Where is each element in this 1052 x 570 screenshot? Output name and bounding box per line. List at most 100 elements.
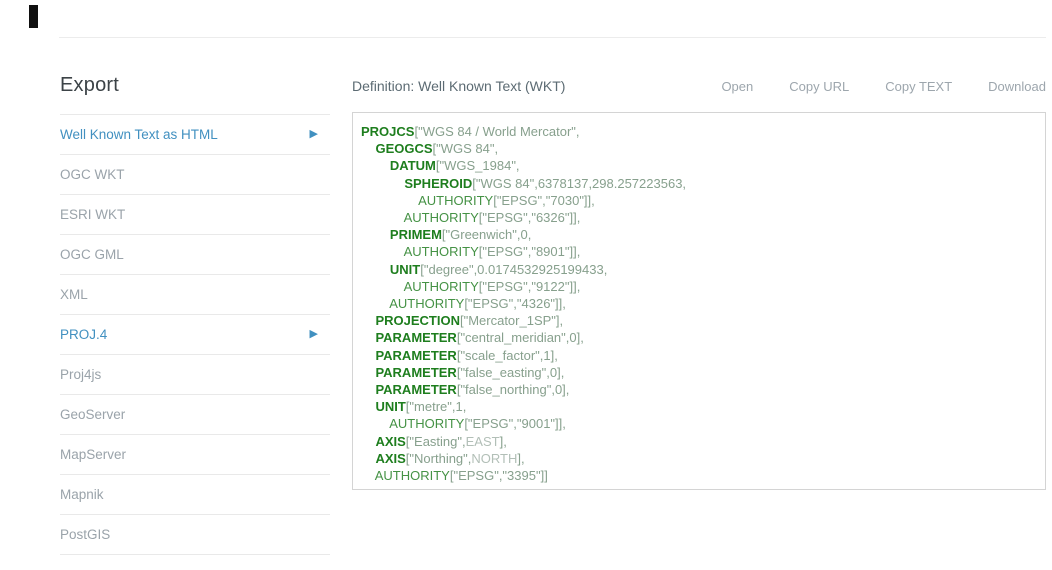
sidebar-item-xml[interactable]: XML xyxy=(60,275,330,315)
wkt-text xyxy=(361,227,390,242)
wkt-text: ["Easting", xyxy=(405,433,466,449)
chevron-right-icon: ▶ xyxy=(309,328,318,340)
sidebar-item-label: OGC WKT xyxy=(60,167,125,182)
definition-header: Definition: Well Known Text (WKT) Open Co… xyxy=(352,78,1046,94)
wkt-text xyxy=(361,244,404,259)
sidebar-item-label: Mapnik xyxy=(60,487,104,502)
wkt-text xyxy=(361,279,404,294)
top-divider xyxy=(59,37,1046,38)
wkt-text xyxy=(361,176,404,191)
wkt-text: ["false_northing",0], xyxy=(456,382,570,398)
wkt-text: ["EPSG","6326"]], xyxy=(478,210,581,226)
wkt-text xyxy=(361,451,375,466)
wkt-text: ["EPSG","4326"]], xyxy=(464,296,566,312)
wkt-text: ["Northing", xyxy=(405,450,472,466)
sidebar-item-label: MapServer xyxy=(60,447,127,462)
sidebar-item-postgis[interactable]: PostGIS xyxy=(60,515,330,555)
wkt-text: ["Mercator_1SP"], xyxy=(459,313,564,329)
sidebar-item-esri-wkt[interactable]: ESRI WKT xyxy=(60,195,330,235)
wkt-authority: AUTHORITY xyxy=(374,468,450,484)
wkt-keyword: PARAMETER xyxy=(375,364,457,380)
format-list: Well Known Text as HTML ▶ OGC WKT ESRI WKT O… xyxy=(60,114,330,555)
sidebar-item-ogc-wkt[interactable]: OGC WKT xyxy=(60,155,330,195)
sidebar-item-proj-4[interactable]: PROJ.4 ▶ xyxy=(60,315,330,355)
wkt-text: ["WGS 84", xyxy=(432,141,499,157)
wkt-text: ["false_easting",0], xyxy=(456,364,565,380)
wkt-text: NORTH xyxy=(471,450,518,466)
wkt-keyword: AXIS xyxy=(375,433,406,449)
wkt-text xyxy=(361,416,389,431)
wkt-keyword: PARAMETER xyxy=(375,382,457,398)
wkt-text: ["WGS_1984", xyxy=(435,158,520,174)
wkt-text xyxy=(361,193,418,208)
wkt-text: ["scale_factor",1], xyxy=(456,347,558,363)
sidebar-item-label: OGC GML xyxy=(60,247,124,262)
wkt-text: ["Greenwich",0, xyxy=(441,227,532,243)
wkt-text xyxy=(361,434,375,449)
page-title: Export xyxy=(60,74,120,96)
action-copy-text[interactable]: Copy TEXT xyxy=(885,79,953,94)
action-open[interactable]: Open xyxy=(721,79,754,94)
sidebar-item-ogc-gml[interactable]: OGC GML xyxy=(60,235,330,275)
wkt-text: ["EPSG","8901"]], xyxy=(478,244,581,260)
wkt-keyword: PARAMETER xyxy=(375,330,457,346)
wkt-text: ["central_meridian",0], xyxy=(456,330,584,346)
wkt-keyword: PROJCS xyxy=(361,124,415,139)
wkt-text: ["metre",1, xyxy=(405,399,467,415)
sidebar-item-mapnik[interactable]: Mapnik xyxy=(60,475,330,515)
sidebar-item-label: ESRI WKT xyxy=(60,207,126,222)
wkt-authority: AUTHORITY xyxy=(403,244,479,260)
wkt-text xyxy=(361,141,375,156)
wkt-authority: AUTHORITY xyxy=(389,296,465,312)
sidebar-item-label: GeoServer xyxy=(60,407,126,422)
wkt-text xyxy=(361,468,375,483)
wkt-text: ["WGS 84 / World Mercator", xyxy=(414,124,580,139)
wkt-text: ["EPSG","9001"]], xyxy=(464,416,566,432)
wkt-authority: AUTHORITY xyxy=(389,416,465,432)
wkt-keyword: SPHEROID xyxy=(404,175,473,191)
wkt-text xyxy=(361,158,390,173)
sidebar-item-mapserver[interactable]: MapServer xyxy=(60,435,330,475)
definition-label: Definition: Well Known Text (WKT) xyxy=(352,78,566,94)
sidebar-item-label: Well Known Text as HTML xyxy=(60,127,218,142)
wkt-text xyxy=(361,210,404,225)
wkt-text: ["EPSG","3395"]] xyxy=(449,468,548,484)
wkt-text: EAST xyxy=(465,433,500,449)
wkt-keyword: PARAMETER xyxy=(375,347,457,363)
sidebar-item-label: Proj4js xyxy=(60,367,102,382)
wkt-text: ["EPSG","7030"]], xyxy=(493,192,595,208)
wkt-text xyxy=(361,296,389,311)
chevron-right-icon: ▶ xyxy=(309,128,318,140)
action-copy-url[interactable]: Copy URL xyxy=(789,79,850,94)
sidebar-item-label: PROJ.4 xyxy=(60,327,108,342)
wkt-text xyxy=(361,399,375,414)
wkt-text xyxy=(361,382,375,397)
wkt-keyword: UNIT xyxy=(389,261,421,277)
wkt-text: ], xyxy=(517,450,525,466)
wkt-text: ], xyxy=(499,433,507,449)
wkt-keyword: UNIT xyxy=(375,399,406,415)
wkt-keyword: PRIMEM xyxy=(389,227,442,243)
wkt-keyword: PROJECTION xyxy=(375,313,460,329)
wkt-code-block: PROJCS["WGS 84 / World Mercator", GEOGCS… xyxy=(352,112,1046,490)
wkt-keyword: DATUM xyxy=(389,158,436,174)
wkt-text xyxy=(361,330,375,345)
wkt-keyword: AXIS xyxy=(375,450,406,466)
sidebar-item-well-known-text-as-html[interactable]: Well Known Text as HTML ▶ xyxy=(60,115,330,155)
action-download[interactable]: Download xyxy=(988,79,1046,94)
sidebar-item-label: XML xyxy=(60,287,88,302)
sidebar-item-proj4js[interactable]: Proj4js xyxy=(60,355,330,395)
wkt-text xyxy=(361,348,375,363)
wkt-authority: AUTHORITY xyxy=(418,192,494,208)
wkt-authority: AUTHORITY xyxy=(403,278,479,294)
wkt-text: ["WGS 84",6378137,298.257223563, xyxy=(472,175,687,191)
wkt-authority: AUTHORITY xyxy=(403,210,479,226)
wkt-text xyxy=(361,313,375,328)
sidebar-item-label: PostGIS xyxy=(60,527,111,542)
sidebar-item-geoserver[interactable]: GeoServer xyxy=(60,395,330,435)
wkt-text xyxy=(361,365,375,380)
wkt-text: ["degree",0.0174532925199433, xyxy=(420,261,608,277)
cursor-artifact xyxy=(29,5,38,28)
wkt-text xyxy=(361,262,390,277)
